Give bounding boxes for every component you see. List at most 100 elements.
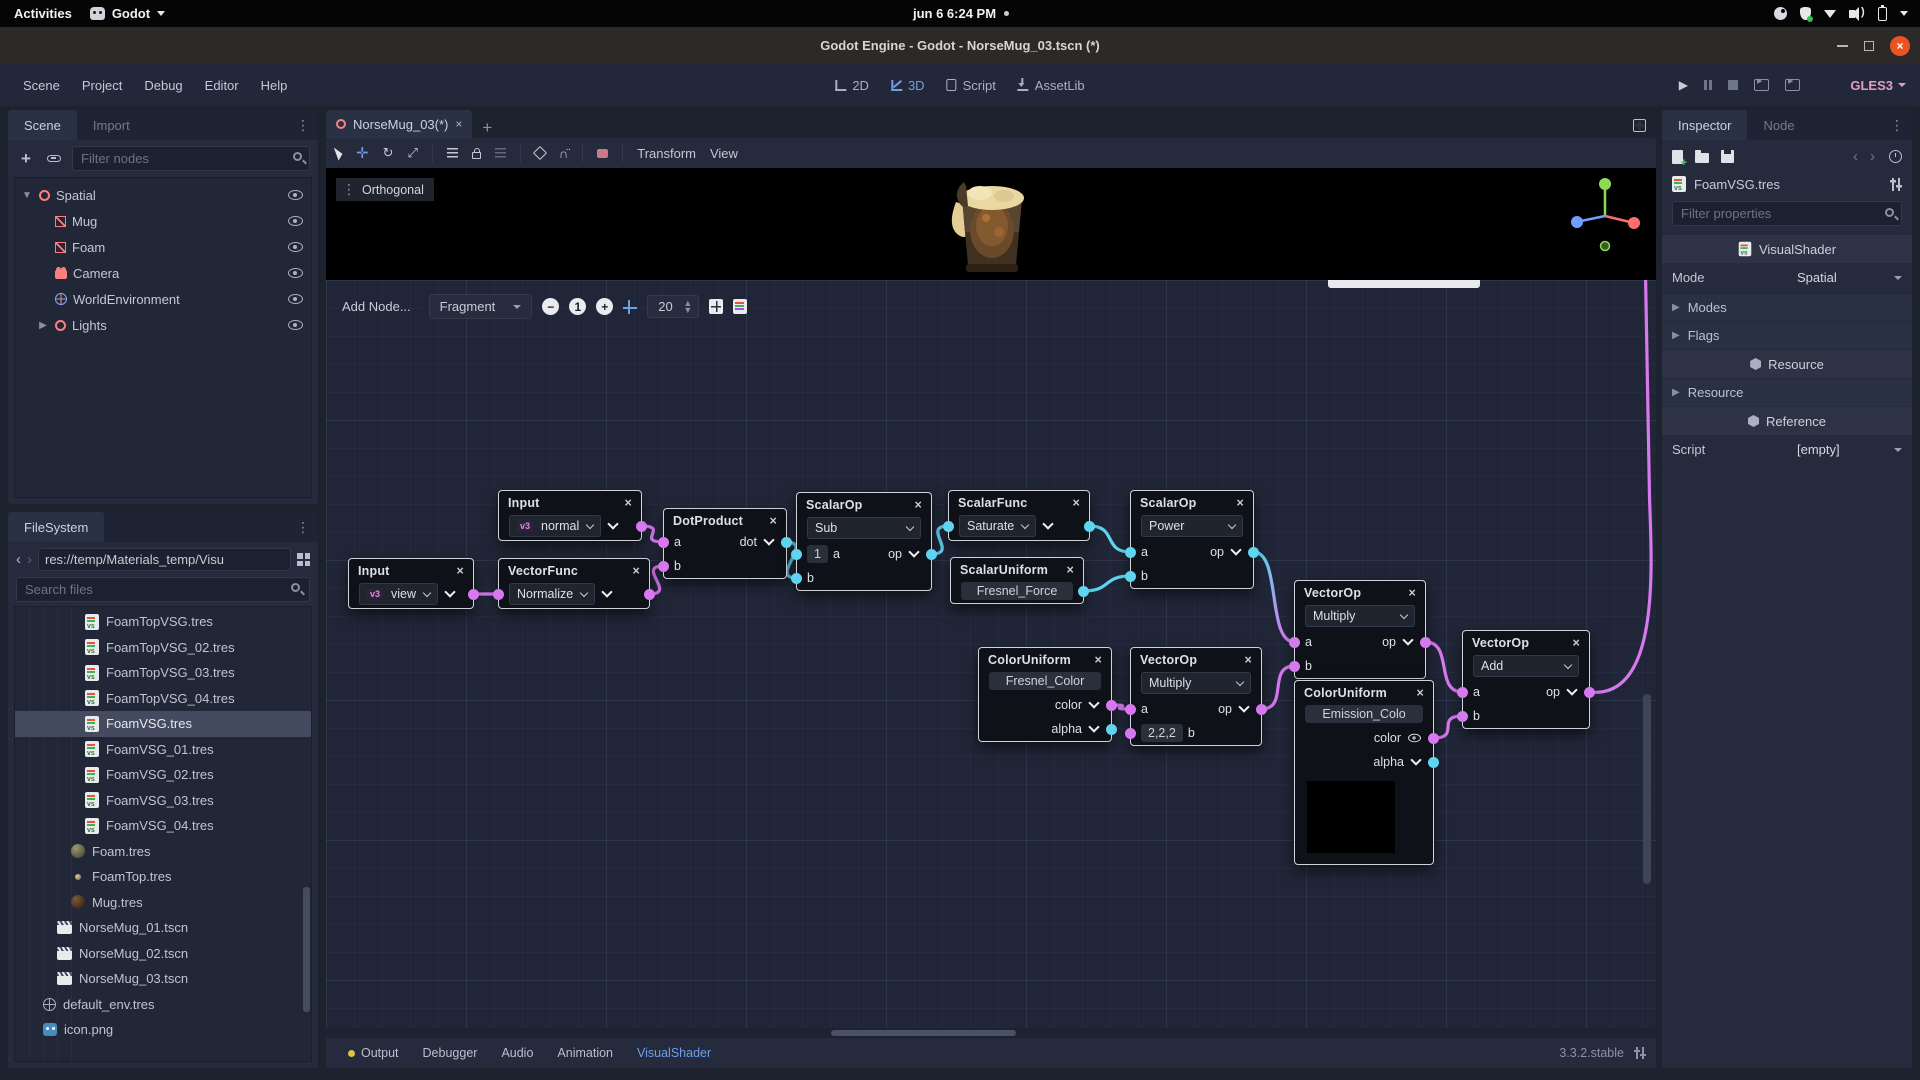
output-port-vec[interactable] bbox=[1584, 686, 1595, 698]
output-port-scalar[interactable] bbox=[1106, 723, 1117, 735]
graph-vertical-scrollbar[interactable] bbox=[1643, 694, 1651, 884]
input-port-vec[interactable] bbox=[493, 588, 504, 600]
close-icon[interactable]: × bbox=[456, 564, 464, 578]
app-menu[interactable]: Godot bbox=[89, 6, 166, 21]
preview-toggle-icon[interactable] bbox=[1088, 721, 1100, 733]
dock-menu-icon[interactable]: ⋮ bbox=[1890, 117, 1904, 133]
play-button[interactable]: ▶ bbox=[1678, 78, 1688, 92]
visibility-eye-icon[interactable] bbox=[288, 190, 303, 200]
history-forward-icon[interactable]: › bbox=[1870, 148, 1875, 165]
pause-button[interactable] bbox=[1704, 80, 1712, 90]
input-port-vec[interactable] bbox=[658, 536, 669, 548]
node-value-field[interactable]: 1 bbox=[807, 545, 828, 563]
output-port-scalar[interactable] bbox=[1084, 520, 1095, 532]
node-dropdown[interactable]: Saturate bbox=[959, 515, 1037, 537]
renderer-select[interactable]: GLES3 bbox=[1850, 78, 1906, 93]
tab-filesystem[interactable]: FileSystem bbox=[8, 512, 105, 542]
expander-icon[interactable]: ▶ bbox=[39, 319, 47, 331]
visibility-eye-icon[interactable] bbox=[288, 294, 303, 304]
input-port-vec[interactable] bbox=[1289, 636, 1300, 648]
history-back-button[interactable]: ‹ bbox=[16, 551, 21, 568]
scale-tool-button[interactable]: ⤢ bbox=[407, 145, 418, 160]
clipped-node-top[interactable] bbox=[1328, 280, 1480, 288]
zoom-in-button[interactable]: + bbox=[596, 298, 614, 315]
viewport-menu-icon[interactable]: ⋮ bbox=[342, 181, 356, 197]
output-port-vec[interactable] bbox=[1428, 732, 1439, 744]
mode-dropdown[interactable]: Spatial bbox=[1787, 270, 1912, 285]
restore-button[interactable] bbox=[1864, 40, 1874, 51]
window-title-bar[interactable]: Godot Engine - Godot - NorseMug_03.tscn … bbox=[0, 27, 1920, 64]
input-port-vec[interactable] bbox=[1289, 660, 1300, 672]
close-icon[interactable]: × bbox=[1236, 496, 1244, 510]
preview-toggle-icon[interactable] bbox=[763, 534, 775, 546]
shader-node-scalaruniform[interactable]: ScalarUniform×Fresnel_Force bbox=[950, 557, 1089, 604]
file-row[interactable]: FoamVSG.tres bbox=[15, 711, 311, 737]
volume-icon[interactable] bbox=[1849, 6, 1865, 21]
local-space-button[interactable] bbox=[532, 145, 547, 161]
file-row[interactable]: NorseMug_03.tscn bbox=[15, 966, 311, 992]
play-custom-scene-button[interactable] bbox=[1785, 77, 1800, 91]
battery-icon[interactable] bbox=[1878, 4, 1888, 21]
menu-scene[interactable]: Scene bbox=[23, 77, 60, 93]
axis-gizmo[interactable] bbox=[1568, 172, 1642, 258]
history-icon[interactable] bbox=[1889, 150, 1902, 163]
input-port-vec[interactable] bbox=[1457, 710, 1468, 722]
close-icon[interactable]: × bbox=[455, 117, 463, 131]
menu-view[interactable]: View bbox=[709, 145, 738, 161]
preview-toggle-icon[interactable] bbox=[1402, 634, 1414, 646]
file-row[interactable]: NorseMug_01.tscn bbox=[15, 915, 311, 941]
output-port-scalar[interactable] bbox=[781, 536, 792, 548]
menu-project[interactable]: Project bbox=[81, 77, 123, 93]
preview-toggle-icon[interactable] bbox=[607, 518, 619, 530]
tree-row-worldenvironment[interactable]: WorldEnvironment bbox=[15, 286, 311, 312]
visibility-eye-icon[interactable] bbox=[288, 268, 303, 278]
file-row[interactable]: FoamTop.tres bbox=[15, 864, 311, 890]
expander-icon[interactable]: ▼ bbox=[22, 189, 32, 201]
tab-node[interactable]: Node bbox=[1763, 117, 1795, 133]
workspace-2d[interactable]: 2D bbox=[835, 78, 869, 93]
menu-help[interactable]: Help bbox=[260, 77, 288, 93]
node-dropdown[interactable]: Power bbox=[1141, 515, 1243, 537]
input-port-scalar[interactable] bbox=[1125, 546, 1136, 558]
output-port-vec[interactable] bbox=[1256, 703, 1267, 715]
select-tool-button[interactable] bbox=[333, 145, 345, 161]
close-icon[interactable]: × bbox=[1244, 653, 1252, 667]
output-port-scalar[interactable] bbox=[1078, 585, 1089, 597]
shader-grid-icon[interactable] bbox=[709, 299, 724, 314]
preview-toggle-icon[interactable] bbox=[1088, 697, 1100, 709]
tab-import[interactable]: Import bbox=[92, 117, 130, 133]
bottom-tab-output[interactable]: Output bbox=[336, 1042, 411, 1064]
group-resource[interactable]: ▶ Resource bbox=[1662, 379, 1912, 406]
tab-scene[interactable]: Scene bbox=[8, 110, 77, 140]
dock-menu-icon[interactable]: ⋮ bbox=[296, 117, 310, 133]
output-port-scalar[interactable] bbox=[1428, 756, 1439, 768]
input-port-vec[interactable] bbox=[1125, 703, 1136, 715]
preview-open-eye-icon[interactable] bbox=[1408, 733, 1421, 743]
close-icon[interactable]: × bbox=[1094, 653, 1102, 667]
load-resource-icon[interactable] bbox=[1695, 150, 1709, 163]
input-port-scalar[interactable] bbox=[791, 572, 802, 584]
node-dropdown[interactable]: Sub bbox=[807, 517, 921, 539]
preview-toggle-icon[interactable] bbox=[1042, 518, 1054, 530]
output-port-scalar[interactable] bbox=[926, 548, 937, 560]
bottom-tab-debugger[interactable]: Debugger bbox=[411, 1042, 490, 1064]
output-port-vec[interactable] bbox=[1420, 636, 1431, 648]
filesystem-scrollbar[interactable] bbox=[303, 887, 310, 1012]
workspace-assetlib[interactable]: AssetLib bbox=[1017, 77, 1085, 93]
update-settings-icon[interactable] bbox=[1634, 1047, 1646, 1059]
play-scene-button[interactable] bbox=[1754, 77, 1769, 91]
file-row[interactable]: FoamVSG_04.tres bbox=[15, 813, 311, 839]
input-port-vec[interactable] bbox=[1457, 686, 1468, 698]
search-files-input[interactable] bbox=[16, 577, 310, 602]
input-port-scalar[interactable] bbox=[943, 520, 954, 532]
workspace-3d[interactable]: 3D bbox=[890, 78, 925, 93]
output-port-vec[interactable] bbox=[644, 588, 655, 600]
close-icon[interactable]: × bbox=[1416, 686, 1424, 700]
list-select-button[interactable] bbox=[446, 148, 458, 158]
